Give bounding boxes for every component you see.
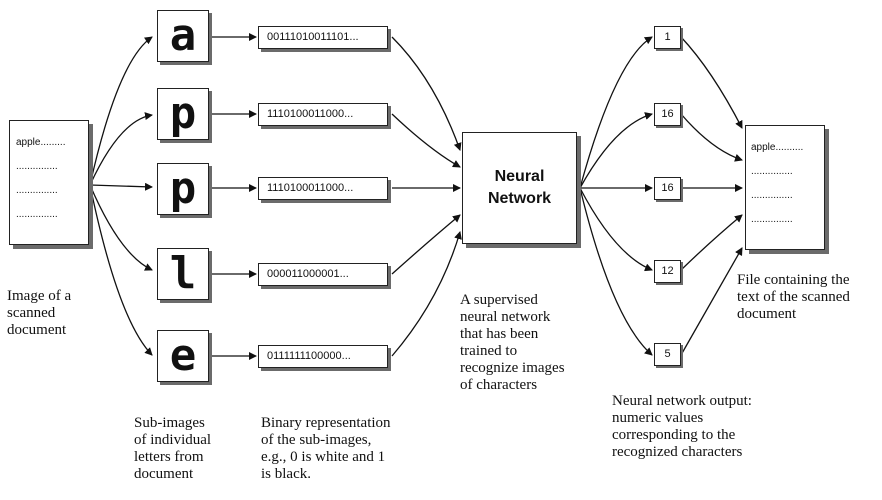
arrow-nn-to-out2 — [579, 112, 653, 189]
neural-network-box: Neural Network — [462, 132, 577, 244]
output-line-2: ............... — [751, 166, 793, 177]
binary-box-1: 00111010011101... — [258, 26, 388, 49]
caption-output-file: File containing the text of the scanned … — [737, 272, 850, 322]
scanned-line-3: ............... — [16, 185, 58, 196]
letter-image-l: l — [157, 248, 209, 300]
binary-box-3: 1110100011000... — [258, 177, 388, 200]
caption-scanned-document: Image of a scanned document — [7, 288, 72, 338]
arrow-nn-to-out5 — [579, 187, 653, 356]
letter-image-p1: p — [157, 88, 209, 140]
neural-network-label-line2: Network — [487, 190, 552, 207]
scanned-line-4: ............... — [16, 209, 58, 220]
output-value-5: 5 — [654, 343, 681, 366]
arrow-doc-to-p1 — [89, 112, 153, 186]
output-value-3: 16 — [654, 177, 681, 200]
scanned-line-2: ............... — [16, 161, 58, 172]
caption-binary-representation: Binary representation of the sub-images,… — [261, 415, 391, 482]
arrow-doc-to-a — [89, 36, 153, 186]
arrow-bin2-to-nn — [391, 113, 461, 168]
letter-image-p2: p — [157, 163, 209, 215]
binary-box-2: 1110100011000... — [258, 103, 388, 126]
output-line-3: ............... — [751, 190, 793, 201]
scanned-line-1: apple......... — [16, 137, 66, 148]
output-value-1: 1 — [654, 26, 681, 49]
output-value-4: 12 — [654, 260, 681, 283]
caption-network-output: Neural network output: numeric values co… — [612, 393, 752, 460]
arrow-bin4-to-nn — [391, 214, 461, 275]
arrow-nn-to-out4 — [579, 187, 653, 272]
arrow-out2-to-file — [680, 113, 743, 162]
neural-network-label-line1: Neural — [494, 168, 545, 185]
arrow-out1-to-file — [680, 36, 743, 129]
output-text-file: apple.......... ............... ........… — [745, 125, 825, 250]
arrow-out5-to-file — [680, 247, 743, 356]
scanned-document: apple......... ............... .........… — [9, 120, 89, 245]
arrow-out4-to-file — [680, 214, 743, 271]
arrow-bin5-to-nn — [391, 231, 462, 357]
output-line-1: apple.......... — [751, 142, 804, 153]
output-value-2: 16 — [654, 103, 681, 126]
arrow-bin1-to-nn — [391, 36, 462, 151]
binary-box-4: 000011000001... — [258, 263, 388, 286]
output-line-4: ............... — [751, 214, 793, 225]
arrow-nn-to-out1 — [579, 36, 653, 189]
letter-image-e: e — [157, 330, 209, 382]
arrow-doc-to-l — [89, 184, 153, 271]
binary-box-5: 0111111100000... — [258, 345, 388, 368]
arrow-doc-to-p2 — [89, 182, 153, 191]
caption-neural-network: A supervised neural network that has bee… — [460, 292, 565, 393]
letter-image-a: a — [157, 10, 209, 62]
arrow-doc-to-e — [89, 184, 153, 356]
caption-sub-images: Sub-images of individual letters from do… — [134, 415, 212, 482]
